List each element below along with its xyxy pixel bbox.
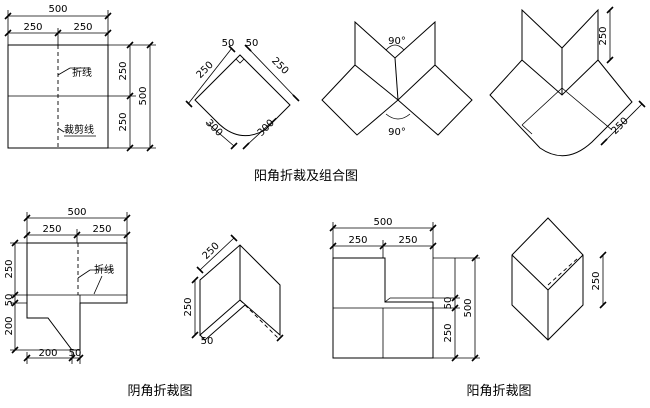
dim-50-right: 50: [246, 38, 259, 49]
dim-250-inside-left-v: 250: [4, 259, 15, 278]
dim-500-top: 500: [48, 4, 67, 15]
label-cut-line: 裁剪线: [64, 123, 94, 136]
caption-top: 阳角折裁及组合图: [254, 168, 358, 184]
dim-250-inside-left: 250: [42, 224, 61, 235]
outer-sheet-outline: [332, 257, 434, 359]
dim-50-inside-3d: 50: [201, 336, 214, 347]
dim-50-outer-v: 50: [443, 297, 454, 310]
fig-outer-3d: 250: [511, 217, 607, 341]
angle-arc-bottom: [385, 113, 411, 120]
outer-3d-block: [511, 217, 584, 341]
dim-250-right-bottom: 250: [118, 112, 129, 131]
outer-upper-faces: [521, 8, 599, 96]
label-fold-line-inside: 折线: [94, 263, 114, 276]
fig-assembled-corner: 90° 90°: [321, 20, 473, 138]
dim-250-right-top: 250: [118, 61, 129, 80]
fig-inside-3d: 250 250 50: [183, 234, 284, 347]
inside-3d-floor-edge: [199, 304, 246, 341]
angle-90-top: 90°: [388, 36, 406, 47]
fig-outer-corner: 250 250: [489, 6, 646, 157]
dim-50-left: 50: [222, 38, 235, 49]
dim-50-inside-bottom: 50: [69, 348, 82, 359]
dim-250-inside-right: 250: [92, 224, 111, 235]
dim-250-outer-right: 250: [398, 235, 417, 246]
outer-lower-faces: [489, 59, 633, 157]
dim-200-inside-left-v: 200: [4, 316, 15, 335]
dim-500-outer-top: 500: [373, 217, 392, 228]
dim-250-outer-left: 250: [348, 235, 367, 246]
caption-bottom-left: 阴角折裁图: [127, 383, 192, 399]
notch-mark: [235, 58, 245, 64]
dim-250-outer-v: 250: [598, 26, 609, 45]
angle-90-bottom: 90°: [388, 127, 406, 138]
cut-shape-outline: [194, 54, 291, 137]
fig-outer-flat: 500 250 250 50 250 500: [329, 217, 480, 362]
dim-250-top-right: 250: [73, 22, 92, 33]
inside-sheet-outline: [26, 242, 128, 351]
dim-300-sw: 300: [203, 118, 224, 139]
dim-250-inside-3d-v: 250: [183, 297, 194, 316]
label-fold-line: 折线: [72, 66, 92, 79]
angle-arc-top: [385, 44, 405, 51]
dim-250-outer-v: 250: [443, 323, 454, 342]
dim-250-top-left: 250: [23, 22, 42, 33]
dim-500-right: 500: [138, 86, 149, 105]
fig-flat-sheet: 500 250 250 250 250 500 折线 裁剪线: [4, 4, 156, 152]
lower-fold-faces: [321, 64, 473, 136]
dim-200-inside-bottom: 200: [38, 348, 57, 359]
dim-250-inside-3d-diag: 250: [201, 241, 222, 262]
fig-rotated-cut: 250 250 300 300 50 50: [185, 38, 300, 150]
dim-500-inside-top: 500: [67, 207, 86, 218]
caption-bottom-right: 阳角折裁图: [466, 383, 531, 399]
dim-500-outer-v: 500: [463, 298, 474, 317]
dim-250-outer-3d: 250: [591, 271, 602, 290]
dim-250-nw: 250: [195, 60, 216, 81]
dim-50-inside-left-v: 50: [4, 294, 15, 307]
fig-inside-flat: 500 250 250 250 50 200 200 50 折线: [4, 207, 131, 364]
